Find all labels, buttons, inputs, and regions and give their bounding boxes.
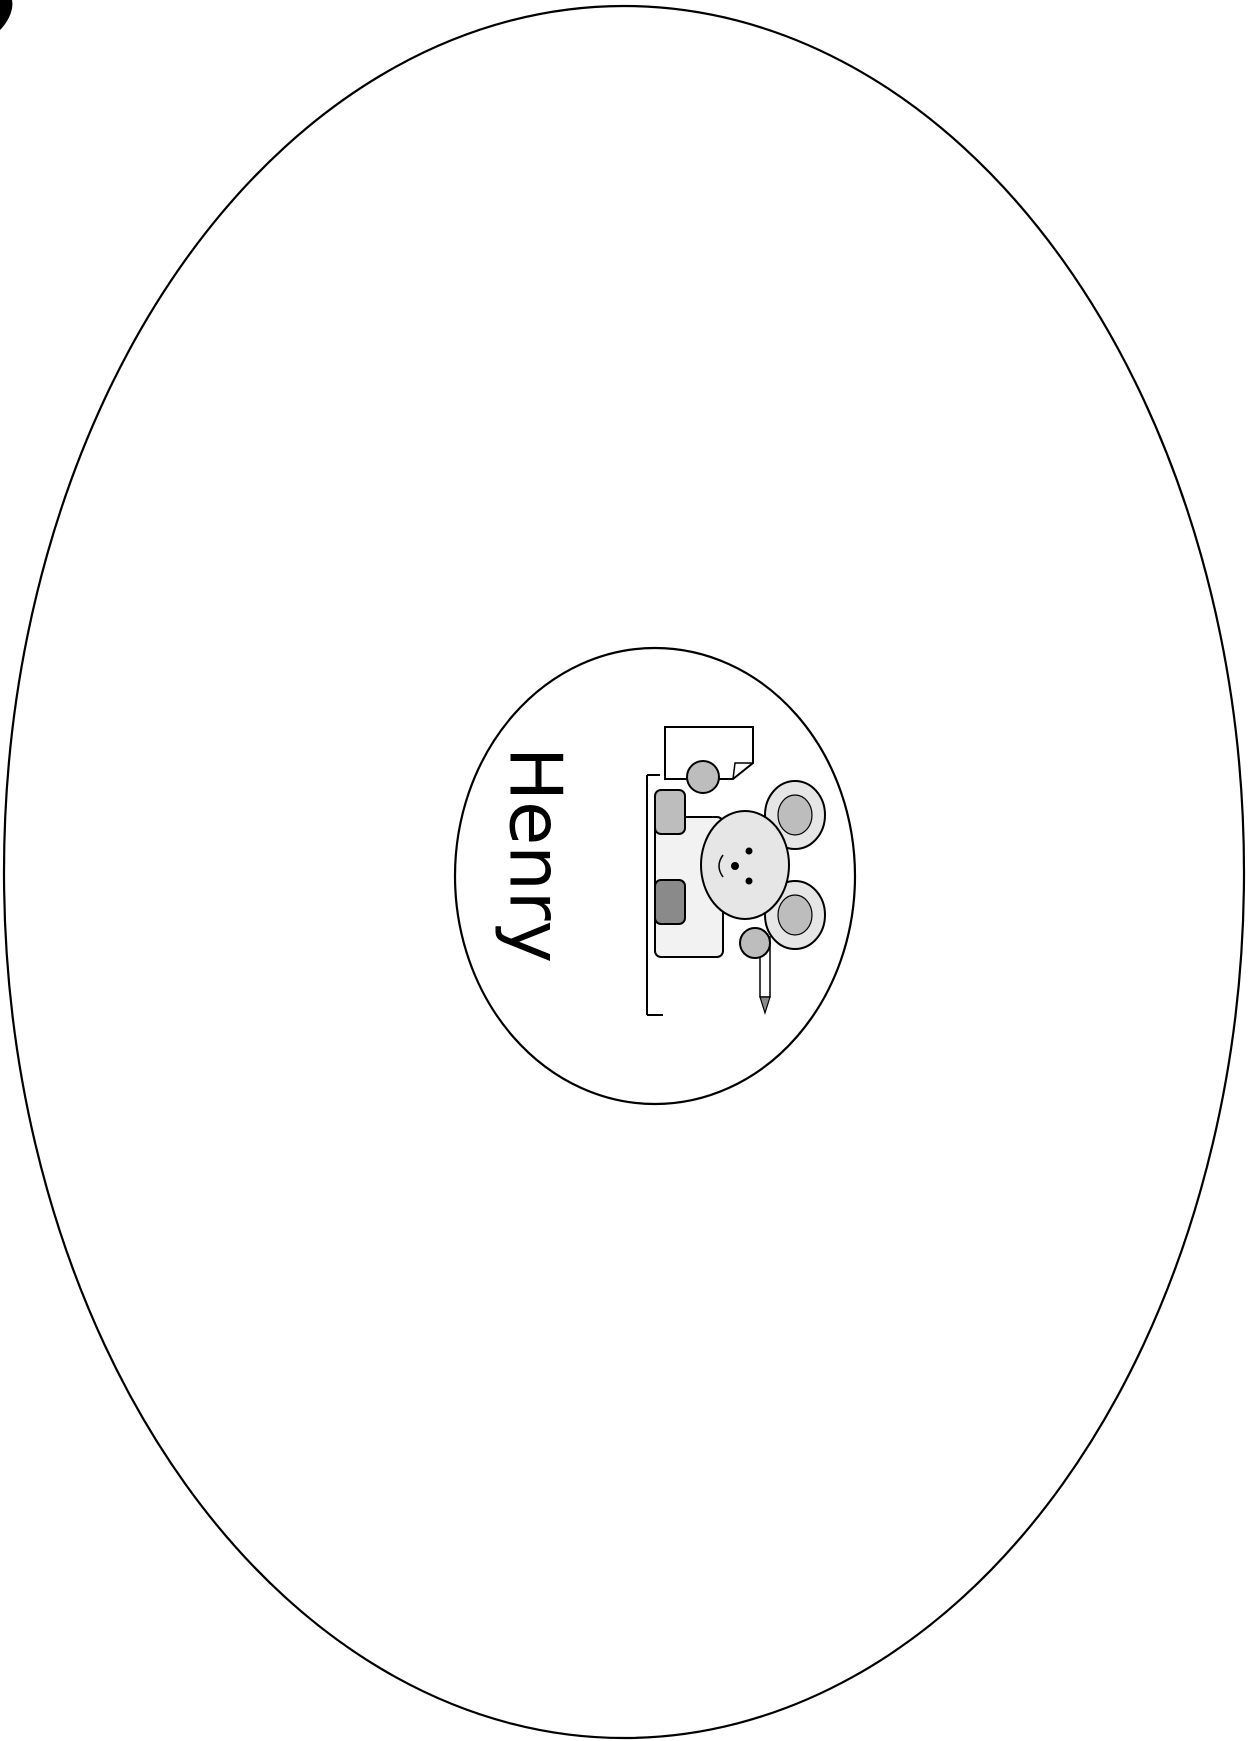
hand-paper bbox=[687, 761, 719, 793]
mouse-head bbox=[701, 811, 789, 919]
hand-pencil bbox=[740, 928, 770, 958]
corner-mark bbox=[0, 0, 12, 30]
outer-oval bbox=[4, 6, 1244, 1738]
name-label: Henry bbox=[493, 747, 577, 963]
mouse-holding-paper-and-pencil-icon bbox=[647, 727, 825, 1015]
left-foot bbox=[655, 790, 685, 834]
right-foot bbox=[655, 880, 685, 924]
